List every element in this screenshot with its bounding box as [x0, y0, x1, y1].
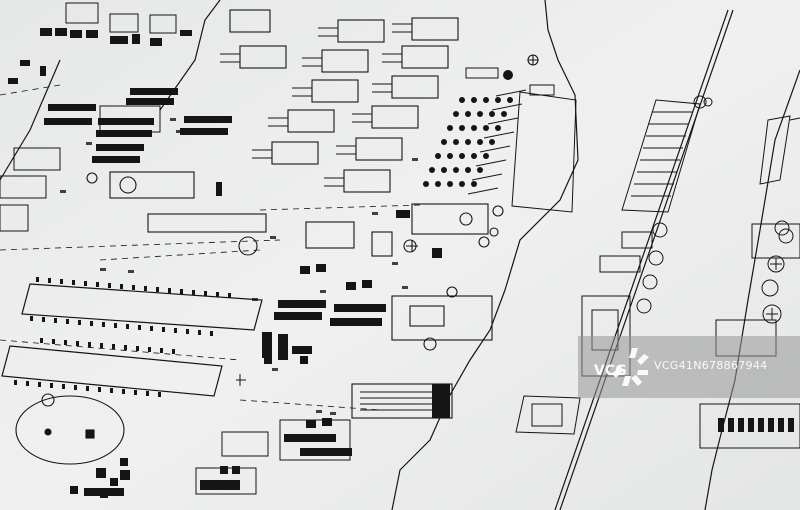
bottom-smd: [70, 356, 332, 498]
misc-components-mid: [86, 54, 539, 351]
small-outlines-top: [65, 2, 177, 34]
round-buzzer: [15, 393, 125, 465]
resistor-outlines: [0, 105, 161, 232]
right-edge-connector: [515, 99, 701, 435]
dip-ic-pins: [14, 277, 231, 397]
ribbon-connector: [351, 383, 453, 419]
ribbon-connector-latch: [432, 384, 450, 418]
stock-watermark: VCG VCG41N678867944: [578, 336, 800, 398]
to220-transistors: [229, 9, 459, 193]
dashed-guides: [0, 84, 421, 411]
watermark-logo-text: VCG: [594, 363, 627, 379]
far-right-pins: [718, 418, 794, 432]
connector-pin-grid: [423, 70, 513, 187]
bottom-components: [195, 374, 351, 495]
reference-designator-marks: [60, 118, 418, 415]
smd-cluster-top-left: [8, 28, 192, 84]
right-screw-column: [636, 95, 713, 314]
watermark-id-text: VCG41N678867944: [654, 359, 768, 372]
far-right-panel: [699, 115, 800, 449]
transistor-leads: [220, 23, 412, 187]
resistor-bars: [44, 88, 232, 163]
connector-body: [465, 67, 577, 213]
watermark-logo: VCG: [594, 348, 649, 386]
dip-ic-outlines: [1, 283, 263, 397]
